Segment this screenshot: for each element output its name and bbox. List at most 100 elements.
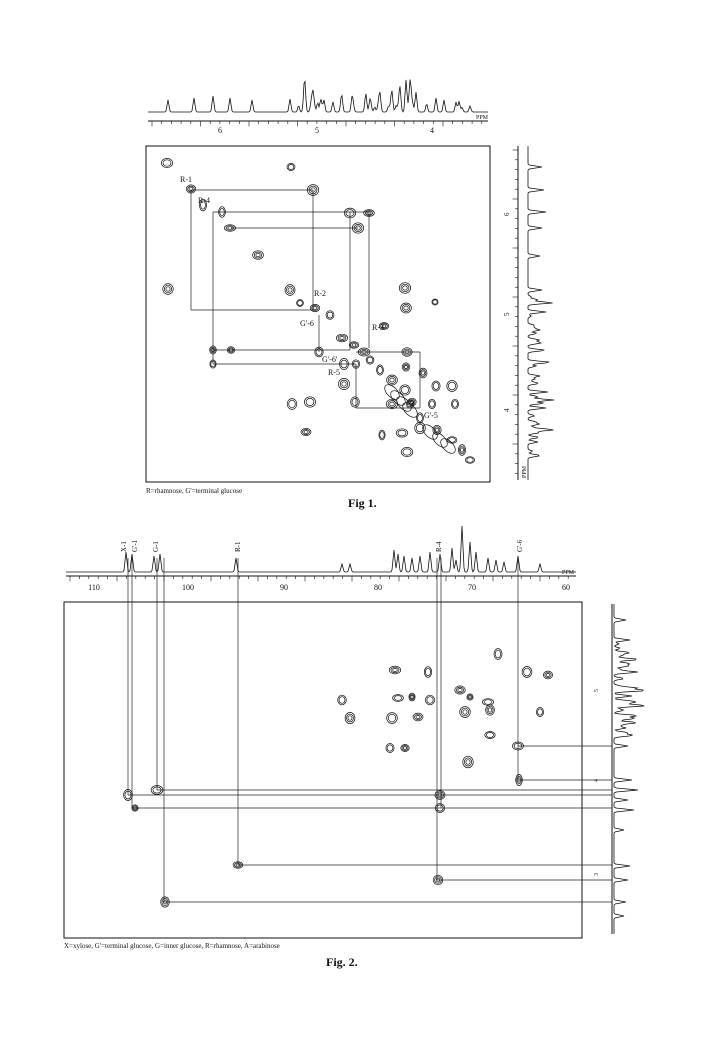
contour-peak — [385, 743, 395, 753]
fig2-top-tick-90: 90 — [280, 583, 288, 592]
contour-peak — [400, 744, 410, 752]
contour-peak — [493, 648, 503, 660]
contour-peak — [160, 158, 174, 168]
contour-peak — [465, 456, 475, 464]
contour-peak — [395, 428, 409, 438]
fig2-top-tick-marks — [69, 576, 569, 582]
fig1-top-tick-6: 6 — [218, 126, 222, 135]
fig1-top-ppm: PPM — [476, 115, 489, 121]
contour-peak — [363, 209, 375, 217]
contour-peak — [123, 789, 133, 801]
contour-peak — [434, 790, 446, 800]
contour-peak — [482, 698, 494, 706]
contour-peak — [162, 283, 174, 295]
contour-peak — [466, 693, 474, 701]
contour-peak — [343, 207, 357, 219]
fig1-side-tick-5: 5 — [503, 312, 511, 316]
contour-peak — [446, 380, 458, 392]
fig1-top-spectrum — [148, 79, 488, 113]
fig1-contour-peaks — [160, 158, 475, 464]
contour-peak — [218, 206, 226, 218]
fig2-label-x1: X-1 — [120, 541, 128, 552]
contour-peak — [309, 304, 321, 312]
contour-peak — [401, 347, 413, 357]
contour-peak — [515, 774, 523, 786]
contour-peak — [150, 785, 164, 795]
fig1-side-tick-4: 4 — [503, 408, 511, 412]
contour-peak — [401, 362, 411, 372]
contour-peak — [512, 741, 524, 751]
fig2-caption: Fig. 2. — [326, 955, 358, 969]
contour-peak — [412, 712, 424, 722]
fig1-label-r5: R-5 — [328, 368, 340, 377]
fig1-label-g6p: G'-6' — [322, 355, 338, 364]
contour-peak — [351, 359, 361, 369]
contour-peak — [408, 692, 416, 702]
contour-peak — [386, 712, 398, 724]
contour-peak — [458, 444, 466, 456]
contour-peak — [338, 378, 350, 390]
contour-peak — [336, 333, 348, 343]
contour-peak — [344, 712, 356, 724]
contour-peak — [405, 399, 415, 409]
fig1-caption: Fig 1. — [348, 496, 377, 510]
contour-peak — [425, 694, 435, 706]
contour-peak — [300, 427, 312, 437]
contour-peak — [400, 302, 412, 314]
contour-peak — [431, 380, 441, 392]
contour-peak — [252, 250, 264, 260]
contour-peak — [459, 706, 471, 718]
fig1-correlation-lines — [190, 189, 421, 409]
fig1-side-tick-marks — [512, 149, 518, 474]
fig2-footnote: X=xylose, G'=terminal glucose, G=inner g… — [64, 942, 280, 950]
contour-peak — [399, 384, 411, 396]
contour-peak — [296, 299, 304, 307]
contour-peak — [418, 367, 428, 379]
contour-peak — [304, 396, 316, 408]
fig1-label-g6: G'-6 — [300, 319, 314, 328]
contour-peak — [351, 222, 365, 234]
fig1-footnote: R=rhamnose, G'=terminal glucose — [146, 487, 243, 495]
fig1-label-r3: R-3 — [372, 323, 384, 332]
contour-peak — [226, 346, 236, 354]
contour-peak — [388, 665, 402, 675]
fig1-label-g5: G'-5 — [424, 411, 438, 420]
fig1-frame — [145, 145, 491, 483]
contour-peak — [432, 874, 444, 886]
fig2-side-tick-4: 4 — [594, 779, 600, 782]
fig2-label-gp1: G'-1 — [131, 539, 139, 552]
contour-peak — [462, 755, 474, 769]
fig2-top-tick-110: 110 — [88, 583, 100, 592]
contour-peak — [232, 861, 244, 869]
fig1-top-tick-4: 4 — [430, 126, 434, 135]
fig1-label-r4: R-4 — [198, 196, 210, 205]
fig2-label-g6: G'-6 — [516, 539, 524, 552]
contour-peak — [286, 163, 296, 171]
contour-peak — [325, 310, 335, 320]
fig2-top-ppm: PPM — [562, 570, 575, 576]
contour-peak — [386, 374, 398, 386]
fig2-top-spectrum — [66, 525, 576, 573]
contour-peak — [224, 224, 236, 232]
fig2-side-tick-5: 5 — [594, 689, 600, 692]
contour-peak — [185, 184, 197, 194]
contour-peak — [378, 429, 386, 441]
contour-peak — [416, 412, 424, 424]
contour-peak — [434, 803, 446, 813]
fig1-top-tick-5: 5 — [315, 126, 319, 135]
contour-peak — [414, 422, 426, 434]
contour-peak — [431, 298, 439, 306]
contour-peak — [376, 364, 384, 376]
contour-peak — [131, 804, 139, 812]
contour-peak — [423, 666, 433, 678]
fig1-side-ppm: PPM — [522, 465, 528, 478]
fig1-label-r1: R-1 — [180, 175, 192, 184]
fig2-label-r1: R-1 — [234, 541, 242, 552]
contour-peak — [199, 198, 207, 212]
contour-peak — [160, 896, 170, 908]
fig2-top-tick-60: 60 — [562, 583, 570, 592]
contour-peak — [209, 359, 217, 369]
contour-peak — [284, 284, 296, 296]
fig1-label-r2: R-2 — [314, 289, 326, 298]
contour-peak — [314, 346, 324, 358]
